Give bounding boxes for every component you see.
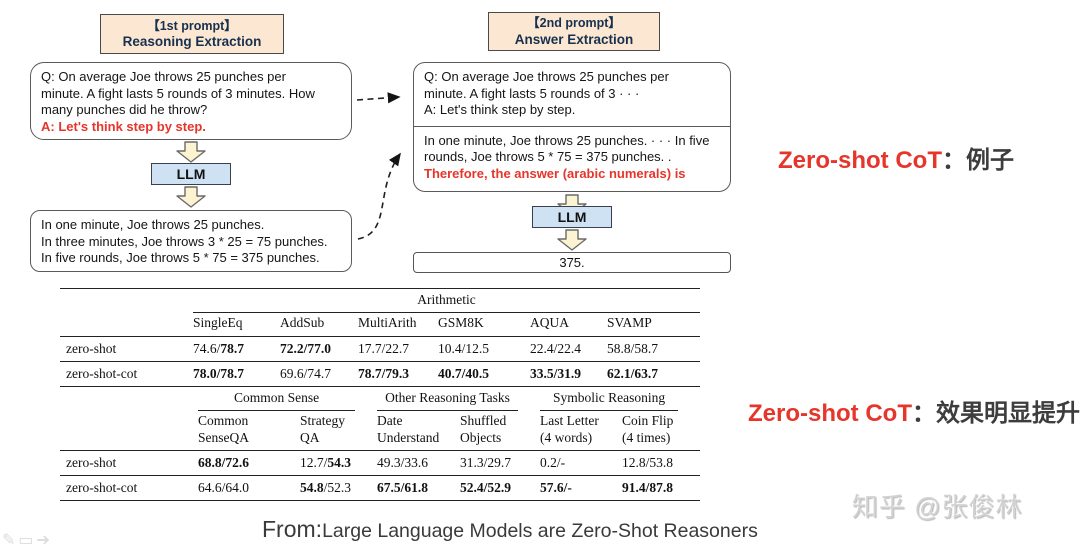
left-question-bubble: Q: On average Joe throws 25 punches per …: [30, 62, 352, 140]
row-label: zero-shot: [60, 336, 193, 362]
table-cell: 69.6/74.7: [280, 361, 358, 387]
table-cell: 33.5/31.9: [530, 361, 607, 387]
table-cell: 0.2/-: [540, 450, 623, 477]
table-column-header: Last Letter (4 words): [540, 410, 623, 452]
table-column-header: AddSub: [280, 312, 358, 337]
right-reasoning-section: In one minute, Joe throws 25 punches. · …: [414, 127, 730, 189]
right-context-bubble: Q: On average Joe throws 25 punches per …: [413, 62, 731, 192]
down-block-arrow-icon: [176, 186, 206, 208]
paper-caption: From:Large Language Models are Zero-Shot…: [262, 516, 758, 543]
annotation-example-rest: ：例子: [941, 147, 1014, 174]
llm-box-left: LLM: [151, 163, 231, 185]
llm-label: LLM: [176, 166, 206, 182]
caption-prefix: From:: [262, 516, 323, 542]
table-cell: 74.6/78.7: [193, 336, 280, 362]
other-tasks-table-block: Common Sense Other Reasoning Tasks Symboli…: [60, 387, 701, 502]
table-cell: 10.4/12.5: [438, 336, 530, 362]
final-answer-box: 375.: [413, 252, 731, 273]
right-question-text: Q: On average Joe throws 25 punches per …: [424, 69, 669, 117]
down-block-arrow-icon: [176, 141, 206, 163]
table-cell: 57.6/-: [540, 475, 623, 502]
annotation-improvement: Zero-shot CoT：效果明显提升: [748, 393, 1080, 428]
annotation-example-red: Zero-shot CoT: [778, 147, 942, 174]
table-group-header: Common Sense: [198, 389, 356, 411]
table-cell: 31.3/29.7: [460, 450, 541, 477]
table-column-header: GSM8K: [438, 312, 530, 337]
table-cell: 12.8/53.8: [622, 450, 701, 477]
corner-edit-share-icons: ✎▭➔: [2, 532, 53, 547]
final-answer-text: 375.: [559, 255, 585, 270]
second-prompt-tag: 【2nd prompt】: [527, 16, 621, 31]
right-question-section: Q: On average Joe throws 25 punches per …: [414, 63, 730, 127]
reasoning-output-text: In one minute, Joe throws 25 punches. In…: [41, 217, 328, 265]
table-cell: 78.0/78.7: [193, 361, 280, 387]
table-cell: 68.8/72.6: [198, 450, 300, 477]
table-cell: 49.3/33.6: [377, 450, 461, 477]
table-cell: 17.7/22.7: [358, 336, 438, 362]
annotation-improvement-red: Zero-shot CoT: [748, 400, 912, 427]
first-prompt-header: 【1st prompt】 Reasoning Extraction: [100, 14, 284, 54]
zhihu-watermark: 知乎 @张俊林: [852, 492, 1023, 522]
left-output-bubble: In one minute, Joe throws 25 punches. In…: [30, 210, 352, 272]
row-label: zero-shot-cot: [60, 361, 193, 387]
down-block-arrow-icon: [557, 229, 587, 251]
dashed-arrow-question-icon: [356, 92, 401, 104]
table-cell: 72.2/77.0: [280, 336, 358, 362]
table-cell: 78.7/79.3: [358, 361, 438, 387]
dashed-arrow-reasoning-icon: [357, 152, 401, 240]
second-prompt-title: Answer Extraction: [514, 31, 634, 47]
table-column-header: Coin Flip (4 times): [622, 410, 701, 452]
second-prompt-header: 【2nd prompt】 Answer Extraction: [488, 12, 660, 51]
table-cell: 62.1/63.7: [607, 361, 701, 387]
table-column-header: Shuffled Objects: [460, 410, 541, 452]
table-group-header: Other Reasoning Tasks: [377, 389, 519, 411]
left-question-text: Q: On average Joe throws 25 punches per …: [41, 69, 315, 117]
annotation-improvement-rest: ：效果明显提升: [911, 400, 1080, 427]
think-step-by-step-text: A: Let's think step by step.: [41, 118, 206, 134]
table-column-header: SVAMP: [607, 312, 701, 337]
table-cell: 64.6/64.0: [198, 475, 300, 502]
table-cell: 58.8/58.7: [607, 336, 701, 362]
table-column-header: Date Understand: [377, 410, 461, 452]
annotation-example: Zero-shot CoT：例子: [778, 140, 1014, 175]
table-cell: 67.5/61.8: [377, 475, 461, 502]
right-reasoning-text: In one minute, Joe throws 25 punches. · …: [424, 132, 710, 165]
table-cell: 54.8/52.3: [300, 475, 378, 502]
caption-title: Large Language Models are Zero-Shot Reas…: [322, 520, 758, 542]
table-group-header: Arithmetic: [193, 291, 701, 313]
llm-box-right: LLM: [532, 206, 612, 228]
table-cell: 52.4/52.9: [460, 475, 541, 502]
table-cell: 40.7/40.5: [438, 361, 530, 387]
table-column-header: Strategy QA: [300, 410, 378, 452]
table-group-header: Symbolic Reasoning: [540, 389, 679, 411]
llm-label: LLM: [557, 209, 587, 225]
table-cell: 12.7/54.3: [300, 450, 378, 477]
table-column-header: SingleEq: [193, 312, 280, 337]
table-column-header: Common SenseQA: [198, 410, 300, 452]
table-column-header: MultiArith: [358, 312, 438, 337]
results-table-grid: Common Sense Other Reasoning Tasks Symboli…: [60, 387, 701, 502]
first-prompt-tag: 【1st prompt】: [147, 18, 237, 33]
table-cell: 22.4/22.4: [530, 336, 607, 362]
row-label: zero-shot: [60, 450, 198, 477]
row-label: zero-shot-cot: [60, 475, 198, 502]
answer-trigger-text: Therefore, the answer (arabic numerals) …: [424, 165, 686, 181]
first-prompt-title: Reasoning Extraction: [122, 34, 262, 50]
table-cell: 91.4/87.8: [622, 475, 701, 502]
table-column-header: AQUA: [530, 312, 607, 337]
